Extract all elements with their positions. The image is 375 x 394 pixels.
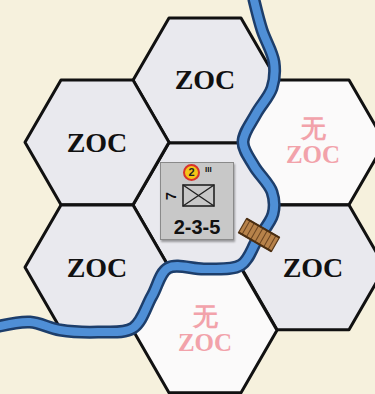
symbol-cross <box>183 185 214 206</box>
formation-disc: 2 <box>183 164 200 181</box>
combat-factors: 2-3-5 <box>174 217 221 237</box>
bridge-rail <box>239 232 272 251</box>
bridge <box>239 219 280 252</box>
formation-number: 2 <box>188 167 194 178</box>
hex-outline <box>25 80 169 205</box>
hex-cell: ZOC <box>25 80 169 205</box>
unit-counter: III 7 2-3-5 2 <box>160 162 234 240</box>
hex-shape <box>241 80 375 205</box>
bridge-deck <box>239 219 280 252</box>
symbol-box <box>183 185 214 206</box>
infantry-symbol <box>183 185 214 206</box>
hex-shape <box>25 205 169 330</box>
unit-id: 7 <box>164 192 178 200</box>
hex-shape <box>133 268 277 393</box>
unit-size-mark: III <box>205 166 212 174</box>
hex-shape <box>25 80 169 205</box>
